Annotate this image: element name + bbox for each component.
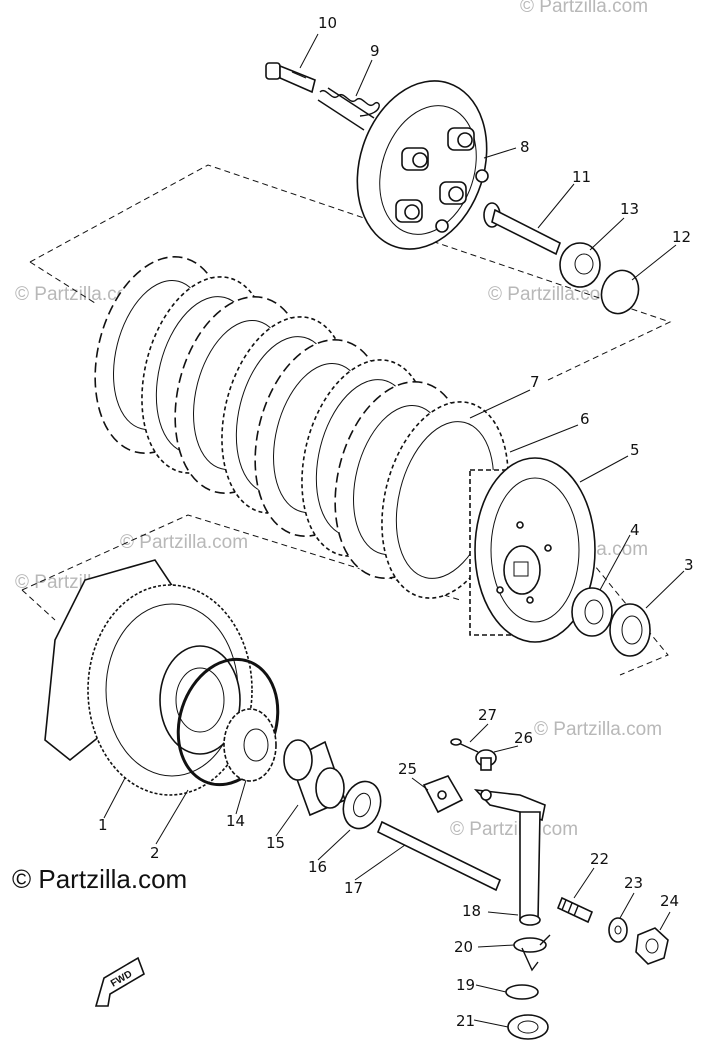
- callout-6: 6: [580, 410, 590, 428]
- callout-12: 12: [672, 228, 691, 246]
- assembly-outline-upper: [29, 164, 672, 381]
- push-rod-part: [483, 202, 561, 256]
- callout-2: 2: [150, 844, 160, 862]
- watermark-text: © Partzilla.com: [120, 532, 248, 553]
- callout-21: 21: [456, 1012, 475, 1030]
- clutch-housing-part: [44, 559, 253, 796]
- push-block-part: [422, 775, 464, 814]
- bolt-part: [265, 62, 316, 94]
- nut-part: [559, 242, 601, 288]
- callout-19: 19: [456, 976, 475, 994]
- clutch-plate-stack: [94, 256, 509, 599]
- callout-24: 24: [660, 892, 679, 910]
- washer-part: [342, 780, 382, 830]
- watermark-text: © Partzilla.com: [534, 719, 662, 740]
- watermark-layer: © Partzilla.com © Partzilla.com © Partzi…: [12, 0, 662, 894]
- callout-20: 20: [454, 938, 473, 956]
- return-spring-part: [513, 934, 551, 972]
- callout-4: 4: [630, 521, 640, 539]
- lock-washer-part: [600, 269, 640, 315]
- callout-5: 5: [630, 441, 640, 459]
- callout-7: 7: [530, 373, 540, 391]
- pin-part: [475, 749, 497, 771]
- push-lever-part: [473, 788, 546, 926]
- leader-lines: [103, 33, 685, 1028]
- thrust-washer-part: [571, 587, 613, 637]
- callout-8: 8: [520, 138, 530, 156]
- watermark-text: © Partzilla.com: [15, 284, 143, 305]
- washer-small-part: [608, 917, 628, 943]
- spring-part: [317, 87, 380, 131]
- callout-11: 11: [572, 168, 591, 186]
- callout-16: 16: [308, 858, 327, 876]
- adjuster-screw-part: [556, 896, 594, 924]
- watermark-main: © Partzilla.com: [12, 864, 187, 894]
- clutch-boss-part: [469, 457, 596, 643]
- oil-seal-part: [507, 1014, 549, 1040]
- watermark-text: © Partzilla.com: [488, 284, 616, 305]
- callout-26: 26: [514, 729, 533, 747]
- callout-1: 1: [98, 816, 108, 834]
- callout-labels: 10 9 8 11 13 12 7 6 5 4 3 1 2 14 15 16 1…: [98, 14, 694, 1030]
- drive-gear-part: [223, 708, 277, 782]
- callout-23: 23: [624, 874, 643, 892]
- watermark-text: © Partzilla.com: [520, 0, 648, 17]
- watermark-text: © Partzilla.com: [450, 819, 578, 840]
- callout-25: 25: [398, 760, 417, 778]
- callout-27: 27: [478, 706, 497, 724]
- nut-small-part: [635, 927, 669, 965]
- callout-10: 10: [318, 14, 337, 32]
- callout-18: 18: [462, 902, 481, 920]
- pressure-plate-part: [356, 80, 489, 250]
- callout-17: 17: [344, 879, 363, 897]
- callout-3: 3: [684, 556, 694, 574]
- o-ring-small-part: [505, 984, 539, 1000]
- callout-15: 15: [266, 834, 285, 852]
- push-rod-long-part: [376, 820, 502, 892]
- cotter-pin-part: [450, 738, 479, 753]
- callout-14: 14: [226, 812, 245, 830]
- callout-13: 13: [620, 200, 639, 218]
- collar-part: [283, 739, 346, 817]
- callout-9: 9: [370, 42, 380, 60]
- forward-direction-arrow: FWD: [94, 956, 145, 1007]
- callout-22: 22: [590, 850, 609, 868]
- lock-washer-part: [609, 603, 651, 657]
